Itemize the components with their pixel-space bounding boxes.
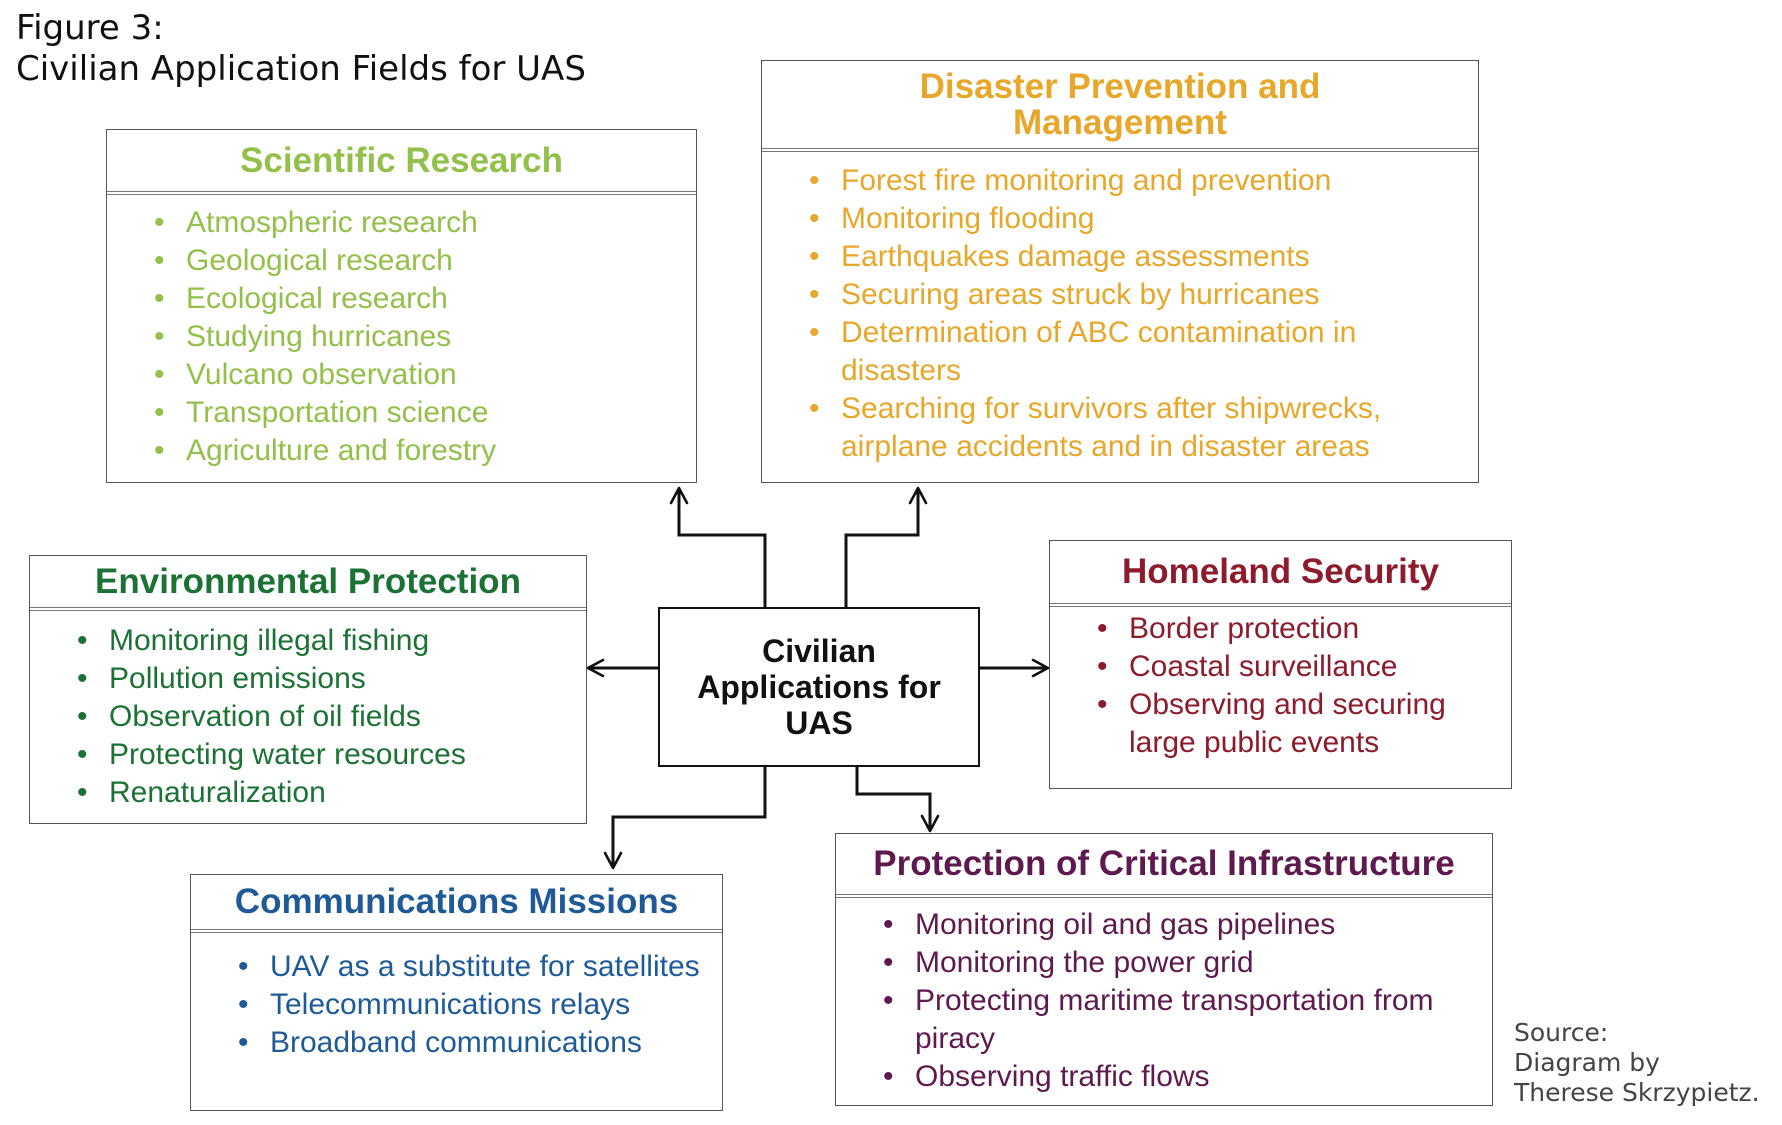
list-item: Renaturalization xyxy=(30,774,574,812)
communications-title: Communications Missions xyxy=(191,875,722,933)
list-item: Monitoring the power grid xyxy=(836,944,1480,982)
list-item: Geological research xyxy=(107,242,684,280)
figure-caption: Figure 3: Civilian Application Fields fo… xyxy=(16,8,586,90)
list-item: Transportation science xyxy=(107,394,684,432)
list-item: UAV as a substitute for satellites xyxy=(191,948,710,986)
list-item: Determination of ABC contamination in di… xyxy=(762,314,1466,390)
box-title-line: Management xyxy=(1013,102,1227,142)
box-title-line: Environmental Protection xyxy=(95,561,521,601)
source-line: Diagram by xyxy=(1514,1048,1660,1077)
list-item: Pollution emissions xyxy=(30,660,574,698)
homeland-item-list: Border protectionCoastal surveillanceObs… xyxy=(1050,607,1511,762)
list-item: Observing traffic flows xyxy=(836,1058,1480,1096)
center-label-line: Civilian xyxy=(762,633,876,669)
communications-item-list: UAV as a substitute for satellitesTeleco… xyxy=(191,933,722,1062)
list-item: Vulcano observation xyxy=(107,356,684,394)
center-box: Civilian Applications for UAS xyxy=(658,607,980,767)
list-item: Observing and securing large public even… xyxy=(1050,686,1499,762)
list-item: Telecommunications relays xyxy=(191,986,710,1024)
list-item: Observation of oil fields xyxy=(30,698,574,736)
source-note: Source: Diagram by Therese Skrzypietz. xyxy=(1514,1018,1760,1108)
critical-infrastructure-box: Protection of Critical InfrastructureMon… xyxy=(835,833,1493,1106)
list-item: Monitoring flooding xyxy=(762,200,1466,238)
scientific-research-box: Scientific ResearchAtmospheric researchG… xyxy=(106,129,697,483)
arrow-to-disaster xyxy=(844,486,928,607)
arrow-to-scientific xyxy=(669,486,767,607)
arrow-to-communications xyxy=(603,767,767,870)
box-title-line: Protection of Critical Infrastructure xyxy=(873,844,1455,883)
list-item: Studying hurricanes xyxy=(107,318,684,356)
list-item: Broadband communications xyxy=(191,1024,710,1062)
list-item: Agriculture and forestry xyxy=(107,432,684,470)
homeland-title: Homeland Security xyxy=(1050,541,1511,607)
environmental-item-list: Monitoring illegal fishingPollution emis… xyxy=(30,611,586,812)
list-item: Atmospheric research xyxy=(107,204,684,242)
arrow-to-infrastructure xyxy=(855,767,940,833)
infrastructure-item-list: Monitoring oil and gas pipelinesMonitori… xyxy=(836,898,1492,1096)
list-item: Monitoring oil and gas pipelines xyxy=(836,906,1480,944)
homeland-security-box: Homeland SecurityBorder protectionCoasta… xyxy=(1049,540,1512,789)
list-item: Earthquakes damage assessments xyxy=(762,238,1466,276)
source-line: Therese Skrzypietz. xyxy=(1514,1078,1760,1107)
box-title-line: Communications Missions xyxy=(234,882,679,921)
center-label-line: Applications for xyxy=(697,669,941,705)
environmental-title: Environmental Protection xyxy=(30,556,586,611)
list-item: Border protection xyxy=(1050,610,1499,648)
list-item: Forest fire monitoring and prevention xyxy=(762,162,1466,200)
list-item: Securing areas struck by hurricanes xyxy=(762,276,1466,314)
figure-title: Civilian Application Fields for UAS xyxy=(16,49,586,89)
disaster-prevention-box: Disaster Prevention andManagementForest … xyxy=(761,60,1479,483)
scientific-item-list: Atmospheric researchGeological researchE… xyxy=(107,195,696,470)
scientific-title: Scientific Research xyxy=(107,130,696,195)
figure-number: Figure 3: xyxy=(16,8,164,48)
list-item: Monitoring illegal fishing xyxy=(30,622,574,660)
center-label-line: UAS xyxy=(785,705,853,741)
communications-missions-box: Communications MissionsUAV as a substitu… xyxy=(190,874,723,1111)
list-item: Ecological research xyxy=(107,280,684,318)
box-title-line: Disaster Prevention and xyxy=(919,66,1321,106)
box-title-line: Scientific Research xyxy=(240,140,563,180)
disaster-item-list: Forest fire monitoring and preventionMon… xyxy=(762,152,1478,466)
box-title-line: Homeland Security xyxy=(1121,552,1440,591)
source-line: Source: xyxy=(1514,1018,1609,1047)
infrastructure-title: Protection of Critical Infrastructure xyxy=(836,834,1492,898)
list-item: Protecting water resources xyxy=(30,736,574,774)
environmental-protection-box: Environmental ProtectionMonitoring illeg… xyxy=(29,555,587,824)
list-item: Protecting maritime transportation from … xyxy=(836,982,1480,1058)
list-item: Coastal surveillance xyxy=(1050,648,1499,686)
list-item: Searching for survivors after shipwrecks… xyxy=(762,390,1466,466)
